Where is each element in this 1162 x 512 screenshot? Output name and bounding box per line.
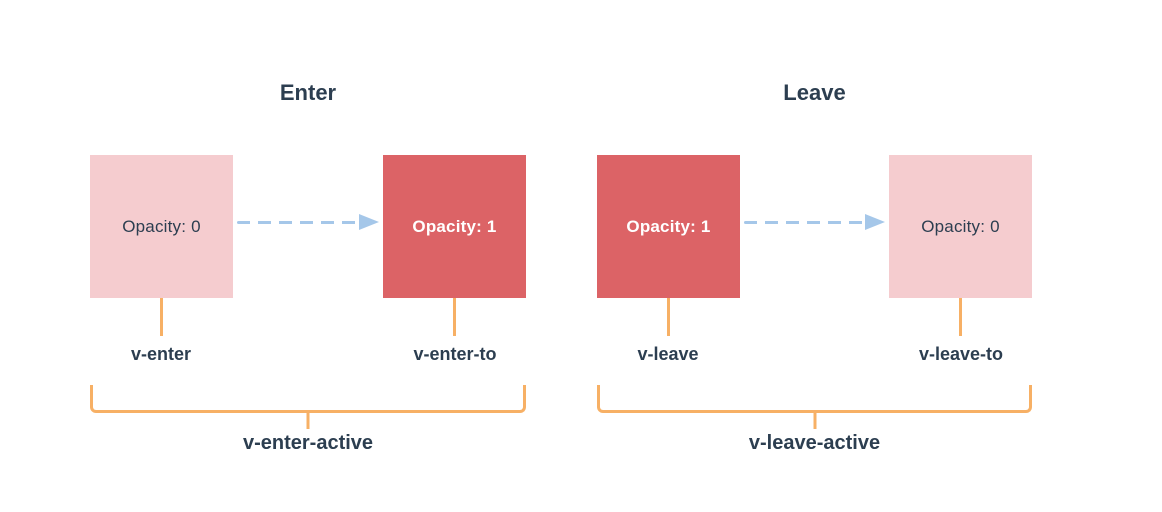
end-state-label: Opacity: 1 (412, 216, 497, 236)
transition-arrow (744, 214, 885, 230)
end-class-label: v-leave-to (918, 344, 1004, 364)
enter-panel: Enter Opacity: 0 Opacity: 1 v-enter v-en… (90, 80, 526, 470)
end-state-label: Opacity: 0 (921, 216, 1000, 236)
start-class-label: v-enter (130, 344, 192, 364)
start-state-box: Opacity: 0 (90, 155, 233, 298)
panel-title: Enter (279, 80, 337, 105)
bracket-tick (813, 410, 816, 429)
end-state-box: Opacity: 0 (889, 155, 1032, 298)
start-class-label: v-leave (637, 344, 699, 364)
connector-line (667, 298, 670, 336)
leave-panel: Leave Opacity: 1 Opacity: 0 v-leave v-le… (597, 80, 1032, 470)
end-state-box: Opacity: 1 (383, 155, 526, 298)
start-state-box: Opacity: 1 (597, 155, 740, 298)
connector-line (160, 298, 163, 336)
transition-arrow (237, 214, 379, 230)
active-class-label: v-leave-active (748, 432, 881, 454)
dashed-line (237, 220, 359, 224)
active-bracket (90, 385, 526, 429)
bracket-tick (306, 410, 310, 429)
arrowhead-icon (865, 214, 885, 230)
start-state-label: Opacity: 1 (626, 216, 711, 236)
connector-line (453, 298, 456, 336)
start-state-label: Opacity: 0 (122, 216, 201, 236)
connector-line (959, 298, 962, 336)
dashed-line (744, 220, 865, 224)
panel-title: Leave (783, 80, 846, 105)
active-bracket (597, 385, 1032, 429)
end-class-label: v-enter-to (413, 344, 497, 364)
active-class-label: v-enter-active (242, 432, 374, 454)
arrowhead-icon (359, 214, 379, 230)
